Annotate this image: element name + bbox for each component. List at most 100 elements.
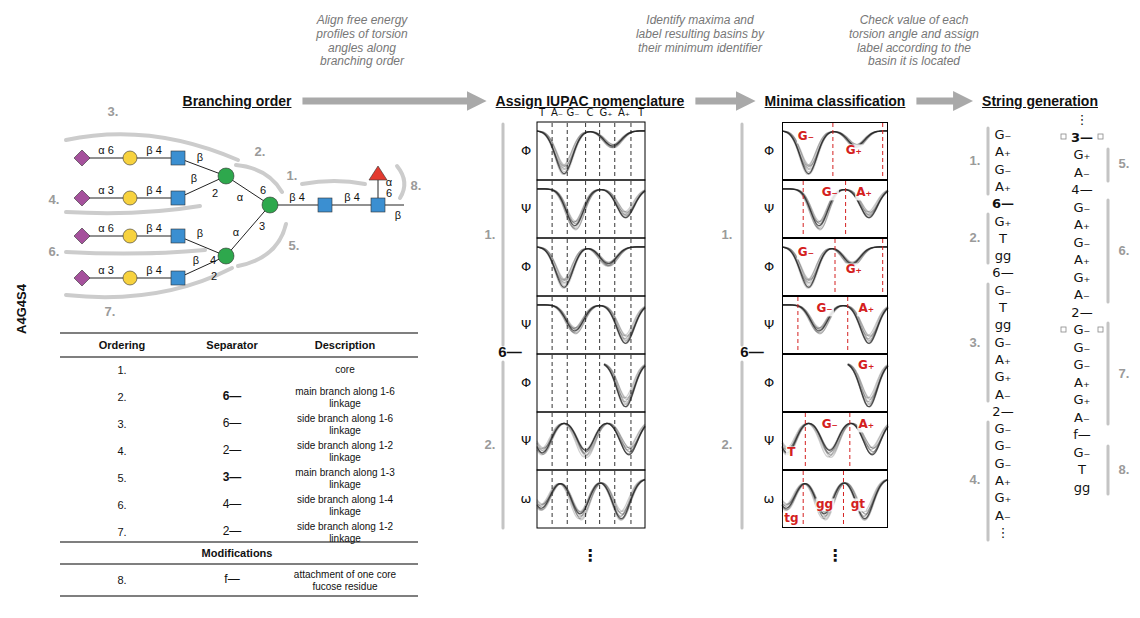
basin-boundary — [849, 413, 850, 469]
string-token: T — [999, 301, 1007, 316]
profile-curve — [537, 305, 645, 343]
step-description: Check value of each torsion angle and as… — [841, 14, 987, 69]
basin-boundary — [882, 123, 883, 179]
profile-panel — [537, 238, 645, 296]
glcnac-square — [171, 191, 185, 205]
basin-boundary — [797, 297, 798, 353]
linkage-label: β 4 — [344, 191, 360, 204]
profile-curve — [537, 247, 645, 287]
iupac-boundary — [585, 471, 586, 527]
group-brackets — [987, 128, 990, 540]
string-token: gg — [995, 249, 1012, 264]
minima-panel: G₋A₊ — [782, 180, 888, 238]
branch-number: 5. — [289, 239, 300, 254]
basin-label: A₊ — [855, 187, 873, 200]
glcnac-square — [171, 229, 185, 243]
table-cell: 8. — [117, 574, 126, 587]
minima-panel: G₋G₊ — [782, 122, 888, 180]
marker-squares — [1061, 134, 1066, 139]
torsion-label: Φ — [764, 376, 774, 391]
mannose-circle — [218, 248, 234, 264]
profile-curve — [537, 131, 645, 166]
profile-curve — [537, 423, 645, 457]
string-token: G₋ — [1074, 200, 1091, 215]
string-token: G₊ — [1074, 393, 1091, 408]
table-separator: f— — [224, 573, 239, 587]
profile-curve — [782, 131, 888, 170]
iupac-boundary — [599, 239, 600, 295]
table-separator: 6— — [223, 390, 242, 404]
string-token: 3— — [1071, 130, 1093, 145]
branch-brackets — [66, 134, 238, 160]
profile-curve — [537, 131, 645, 172]
branch-brackets — [397, 166, 404, 198]
string-token: A₊ — [1074, 375, 1090, 390]
glcnac-square — [371, 198, 385, 212]
sialic-acid-diamond — [74, 190, 90, 206]
branch-number: 6. — [49, 245, 60, 260]
branch-number: 1. — [287, 169, 298, 184]
linkage-label: α 3 — [98, 184, 114, 197]
ellipsis: ⋮ — [582, 547, 598, 565]
profile-curve — [537, 189, 645, 222]
profile-curve — [537, 423, 645, 454]
string-token: A₋ — [995, 508, 1011, 523]
string-token: A₋ — [1074, 288, 1090, 303]
linkage-label: α 3 — [98, 264, 114, 277]
stage-arrow — [695, 98, 739, 105]
iupac-boundary — [614, 123, 615, 179]
branch-number: 1. — [485, 228, 496, 243]
profile-curve — [604, 364, 645, 400]
branch-number: 5. — [1119, 157, 1130, 172]
torsion-label: ω — [764, 492, 775, 507]
table-separator: 2— — [223, 444, 242, 458]
branch-number: 4. — [49, 193, 60, 208]
profile-curve — [537, 480, 645, 519]
string-token: G₊ — [1074, 148, 1091, 163]
ellipsis: ⋮ — [827, 547, 843, 565]
profile-curve — [537, 189, 645, 224]
glcnac-square — [171, 151, 185, 165]
iupac-boundary — [630, 297, 631, 353]
table-separator: 2— — [223, 525, 242, 539]
stage-title-text: String generation — [982, 93, 1098, 109]
profile-curve — [537, 305, 645, 339]
linkage-label: 2 — [211, 270, 217, 283]
profile-curve — [782, 131, 888, 172]
table-header: Ordering — [99, 339, 145, 352]
profile-curve — [537, 131, 645, 169]
marker-squares — [1061, 134, 1103, 332]
profile-curve — [537, 305, 645, 344]
profile-curve — [537, 131, 645, 170]
profile-panel — [537, 180, 645, 238]
marker-squares — [1098, 327, 1103, 332]
branch-separator: 6— — [740, 343, 763, 360]
profile-curve — [782, 480, 888, 516]
profile-bundle — [604, 364, 645, 407]
linkage-label: β — [395, 209, 401, 222]
torsion-label: Ψ — [521, 202, 531, 217]
string-token: G₋ — [995, 456, 1012, 471]
profile-curve — [537, 480, 645, 516]
iupac-boundary — [552, 355, 553, 411]
string-token: f— — [1073, 428, 1091, 443]
profile-curve — [537, 189, 645, 230]
profile-curve — [537, 247, 645, 288]
linkage-label: α — [237, 191, 243, 204]
profile-curve — [537, 305, 645, 343]
profile-curve — [537, 247, 645, 288]
string-token: G₋ — [995, 422, 1012, 437]
string-token: 6— — [992, 197, 1014, 212]
profile-curve — [537, 189, 645, 224]
galactose-circle — [123, 229, 137, 243]
profile-curve — [537, 423, 645, 455]
string-token: 2— — [992, 404, 1013, 419]
basin-label: G₋ — [797, 246, 815, 259]
stage-arrow — [302, 98, 470, 105]
profile-curve — [537, 423, 645, 454]
basin-label: A₊ — [857, 303, 875, 316]
glycan-structure — [82, 158, 404, 278]
marker-squares — [1098, 134, 1103, 139]
profile-panel — [537, 354, 645, 412]
table-cell: 4. — [117, 445, 126, 458]
